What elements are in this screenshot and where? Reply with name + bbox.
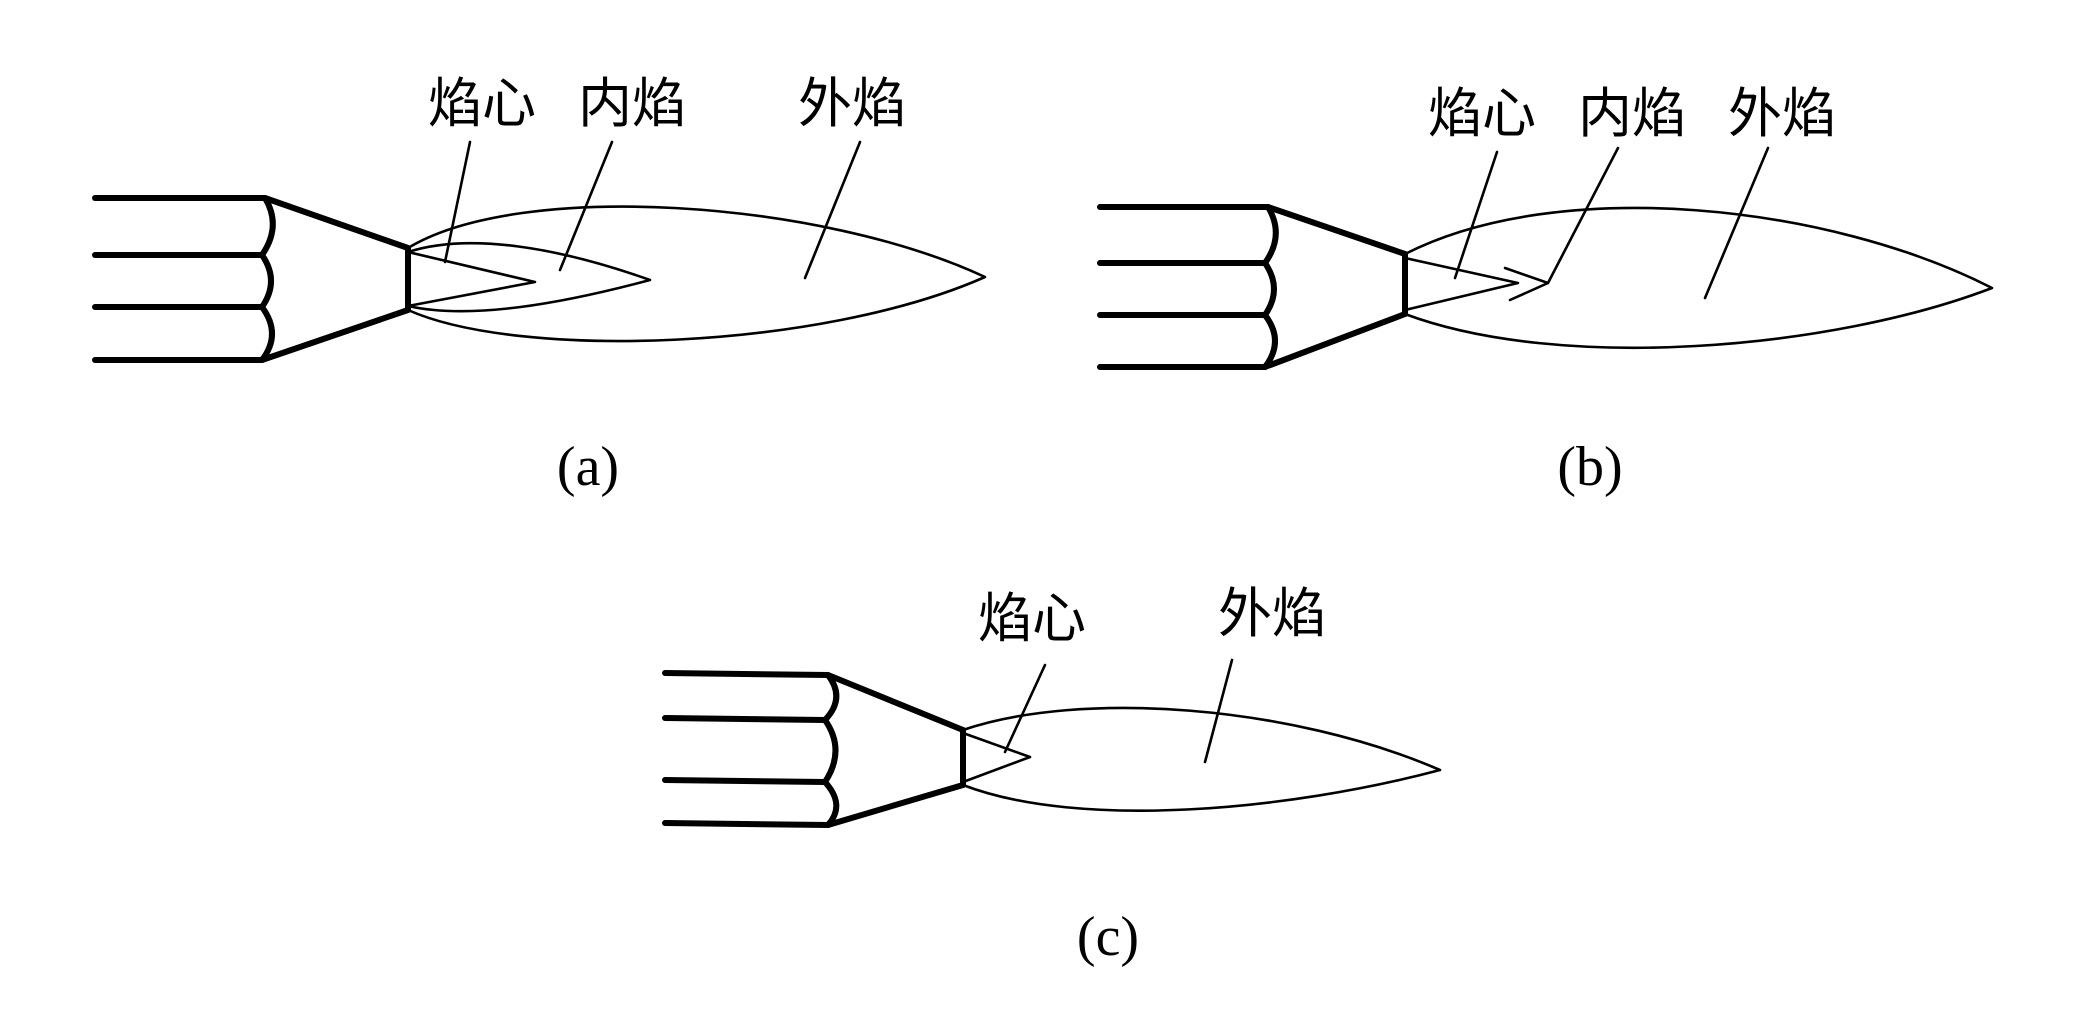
flame-a — [406, 205, 987, 343]
label-core-c: 焰心 — [978, 587, 1086, 650]
leader-lines-b — [1453, 146, 1770, 300]
label-core-b: 焰心 — [1428, 82, 1536, 145]
label-outer-c: 外焰 — [1218, 582, 1326, 645]
caption-c: (c) — [1077, 906, 1139, 968]
flame-core-outline-a — [406, 250, 537, 308]
outer-flame-outline-c — [961, 706, 1442, 812]
label-outer-b: 外焰 — [1728, 82, 1836, 145]
torch-nozzle-c — [662, 670, 966, 828]
label-core-a: 焰心 — [428, 72, 536, 135]
flame-c — [961, 706, 1442, 812]
inner-flame-outline-a — [406, 241, 652, 313]
caption-a: (a) — [557, 436, 619, 498]
flame-core-outline-c — [961, 731, 1032, 784]
leader-lines-c — [1003, 658, 1234, 764]
label-inner-b: 内焰 — [1578, 82, 1686, 145]
outer-flame-outline-b — [1403, 206, 1994, 350]
label-inner-a: 内焰 — [578, 72, 686, 135]
label-outer-a: 外焰 — [798, 72, 906, 135]
panel-b: 焰心 内焰 外焰 (b) — [1097, 82, 1994, 498]
leader-lines-a — [443, 140, 862, 280]
panel-c: 焰心 外焰 (c) — [662, 582, 1442, 968]
flame-b — [1403, 206, 1994, 350]
torch-nozzle-b — [1097, 204, 1408, 370]
flame-core-outline-b — [1403, 256, 1520, 312]
torch-nozzle-a — [92, 195, 411, 363]
outer-flame-outline-a — [406, 205, 987, 343]
panel-a: 焰心 内焰 外焰 (a) — [92, 72, 987, 498]
caption-b: (b) — [1557, 436, 1622, 498]
